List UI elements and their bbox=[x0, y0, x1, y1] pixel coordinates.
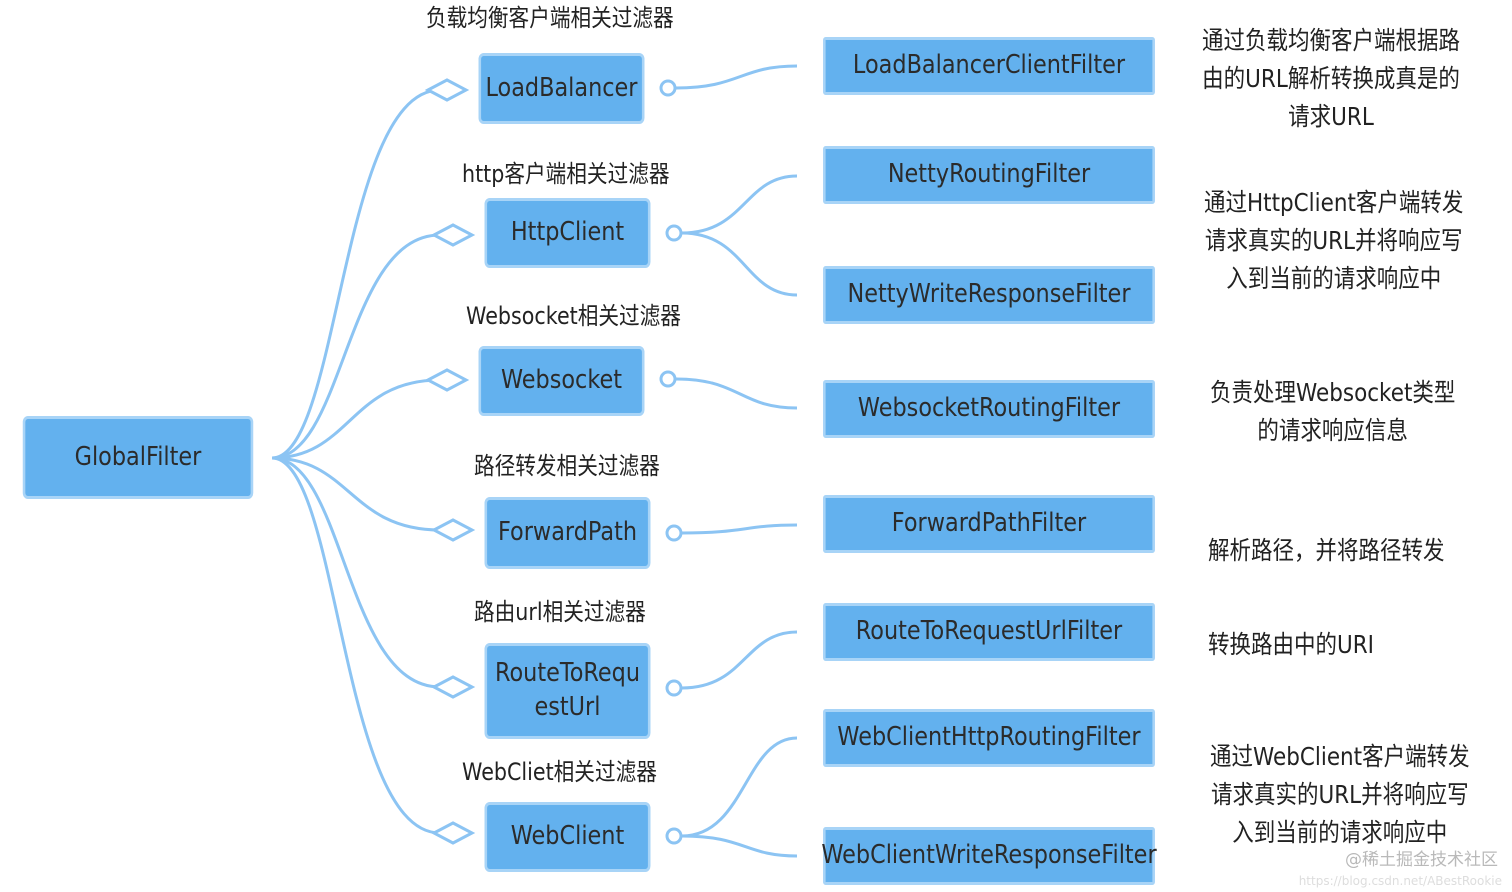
node-httpclient: HttpClient bbox=[484, 198, 651, 268]
connector-websocket-filter bbox=[675, 377, 798, 410]
diamond-marker bbox=[430, 518, 476, 542]
node-loadbalancer: LoadBalancer bbox=[478, 53, 645, 124]
caption-loadbalancer: 负载均衡客户端相关过滤器 bbox=[426, 4, 674, 32]
filter-websocketrouting-label: WebsocketRoutingFilter bbox=[857, 393, 1121, 424]
filter-forwardpath-label: ForwardPathFilter bbox=[891, 508, 1087, 539]
connector-root-httpclient bbox=[271, 233, 441, 460]
circle-marker bbox=[659, 370, 677, 388]
connector-root-forwardpath bbox=[271, 456, 441, 532]
node-routetorequesturl: RouteToRequ estUrl bbox=[484, 643, 651, 739]
filter-forwardpath: ForwardPathFilter bbox=[823, 495, 1155, 553]
connector-root-routetorequesturl bbox=[271, 456, 441, 689]
node-websocket-label: Websocket bbox=[500, 365, 623, 396]
description-routetorequesturl: 转换路由中的URI bbox=[1208, 630, 1375, 659]
connector-httpclient-netty-routing bbox=[681, 174, 798, 235]
connector-webclient-write bbox=[681, 834, 798, 858]
circle-marker bbox=[665, 827, 683, 845]
node-globalfilter: GlobalFilter bbox=[22, 416, 254, 499]
node-forwardpath: ForwardPath bbox=[484, 497, 651, 569]
watermark: @稀土掘金技术社区 bbox=[1345, 850, 1498, 870]
filter-webclientwriteresponse-label: WebClientWriteResponseFilter bbox=[821, 840, 1157, 871]
filter-nettyrouting: NettyRoutingFilter bbox=[823, 146, 1155, 204]
description-webclient: 通过WebClient客户端转发 请求真实的URL并将响应写 入到当前的请求响应… bbox=[1210, 742, 1470, 847]
node-httpclient-label: HttpClient bbox=[510, 217, 625, 248]
watermark-url: https://blog.csdn.net/ABestRookie bbox=[1298, 874, 1502, 888]
connector-root-loadbalancer bbox=[271, 88, 441, 460]
filter-loadbalancerclient: LoadBalancerClientFilter bbox=[823, 37, 1155, 95]
connector-routetorequesturl-filter bbox=[681, 630, 798, 690]
diamond-marker bbox=[430, 821, 476, 845]
connector-webclient-http-routing bbox=[681, 736, 798, 838]
filter-websocketrouting: WebsocketRoutingFilter bbox=[823, 380, 1155, 438]
node-loadbalancer-label: LoadBalancer bbox=[485, 72, 638, 103]
description-loadbalancer: 通过负载均衡客户端根据路 由的URL解析转换成真是的 请求URL bbox=[1202, 26, 1461, 131]
node-forwardpath-label: ForwardPath bbox=[497, 517, 638, 548]
circle-marker bbox=[659, 79, 677, 97]
node-webclient-label: WebClient bbox=[510, 821, 625, 852]
diamond-marker bbox=[430, 223, 476, 247]
caption-websocket: Websocket相关过滤器 bbox=[466, 302, 681, 330]
diamond-marker bbox=[424, 368, 470, 392]
connector-root-webclient bbox=[271, 456, 441, 835]
filter-nettyrouting-label: NettyRoutingFilter bbox=[887, 159, 1091, 190]
connector-httpclient-netty-write bbox=[681, 231, 798, 297]
diamond-marker bbox=[430, 675, 476, 699]
caption-forwardpath: 路径转发相关过滤器 bbox=[474, 452, 660, 480]
circle-marker bbox=[665, 679, 683, 697]
caption-httpclient: http客户端相关过滤器 bbox=[462, 160, 670, 188]
filter-routetorequesturl: RouteToRequestUrlFilter bbox=[823, 603, 1155, 661]
node-websocket: Websocket bbox=[478, 346, 645, 416]
node-globalfilter-label: GlobalFilter bbox=[74, 441, 202, 472]
circle-marker bbox=[665, 524, 683, 542]
description-forwardpath: 解析路径，并将路径转发 bbox=[1208, 536, 1445, 565]
circle-marker bbox=[665, 224, 683, 242]
description-websocket: 负责处理Websocket类型 的请求响应信息 bbox=[1210, 378, 1456, 445]
diamond-marker bbox=[424, 78, 470, 102]
node-routetorequesturl-label-line2: estUrl bbox=[534, 692, 601, 722]
description-httpclient: 通过HttpClient客户端转发 请求真实的URL并将响应写 入到当前的请求响… bbox=[1204, 188, 1464, 293]
filter-nettywriteresponse-label: NettyWriteResponseFilter bbox=[847, 279, 1131, 310]
caption-webclient: WebCliet相关过滤器 bbox=[462, 758, 657, 786]
node-routetorequesturl-label-line1: RouteToRequ bbox=[494, 658, 641, 689]
filter-webclienthttprouting-label: WebClientHttpRoutingFilter bbox=[837, 722, 1141, 753]
caption-routetorequesturl: 路由url相关过滤器 bbox=[474, 598, 646, 626]
filter-loadbalancerclient-label: LoadBalancerClientFilter bbox=[852, 50, 1126, 81]
connector-root-websocket bbox=[271, 378, 441, 460]
node-webclient: WebClient bbox=[484, 802, 651, 872]
filter-nettywriteresponse: NettyWriteResponseFilter bbox=[823, 266, 1155, 324]
filter-routetorequesturl-label: RouteToRequestUrlFilter bbox=[855, 616, 1123, 647]
filter-webclientwriteresponse: WebClientWriteResponseFilter bbox=[821, 827, 1157, 885]
connector-loadbalancer-filter bbox=[675, 64, 798, 90]
connector-forwardpath-filter bbox=[681, 523, 798, 535]
filter-webclienthttprouting: WebClientHttpRoutingFilter bbox=[823, 709, 1155, 767]
